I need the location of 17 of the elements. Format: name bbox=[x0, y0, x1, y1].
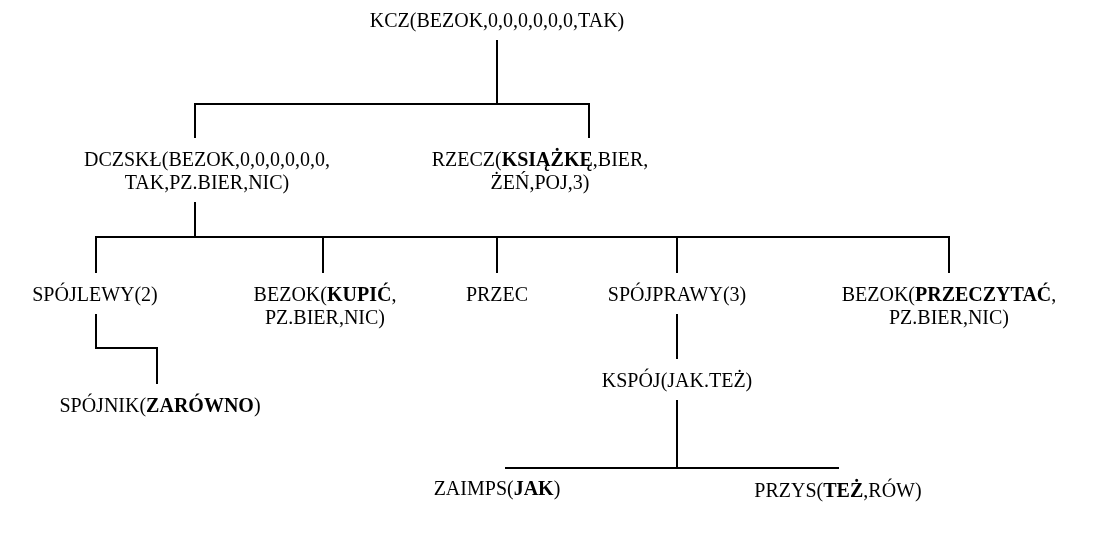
tree-node-label: SPÓJNIK(ZARÓWNO) bbox=[59, 394, 261, 417]
tree-connector bbox=[676, 399, 839, 470]
tree-connector bbox=[194, 201, 950, 274]
tree-node-label: BEZOK(PRZECZYTAĆ, PZ.BIER,NIC) bbox=[804, 283, 1094, 329]
tree-node-label: KCZ(BEZOK,0,0,0,0,0,0,TAK) bbox=[369, 9, 625, 32]
tree-connector bbox=[95, 313, 158, 385]
tree-node-label: DCZSKŁ(BEZOK,0,0,0,0,0,0, TAK,PZ.BIER,NIC) bbox=[37, 148, 377, 194]
tree-node-label: PRZYS(TEŻ,RÓW) bbox=[754, 479, 922, 502]
tree-node-label: BEZOK(KUPIĆ, PZ.BIER,NIC) bbox=[225, 283, 425, 329]
tree-node-label: SPÓJPRAWY(3) bbox=[607, 283, 747, 306]
tree-node-label: RZECZ(KSIĄŻKĘ,BIER, ŻEŃ,POJ,3) bbox=[429, 148, 651, 194]
tree-node-label: KSPÓJ(JAK.TEŻ) bbox=[601, 369, 753, 392]
tree-node-label: SPÓJLEWY(2) bbox=[32, 283, 158, 306]
tree-connector bbox=[496, 39, 590, 139]
tree-connector bbox=[676, 313, 678, 360]
tree-node-label: ZAIMPS(JAK) bbox=[433, 477, 561, 500]
tree-node-label: PRZEC bbox=[465, 283, 529, 306]
